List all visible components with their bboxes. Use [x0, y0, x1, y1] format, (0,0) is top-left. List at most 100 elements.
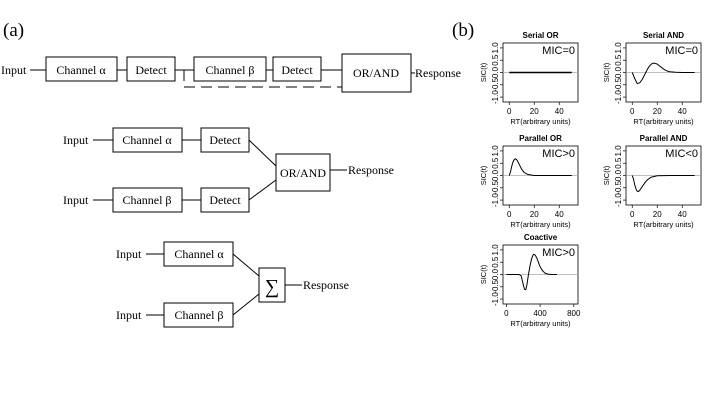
- x-tick-label: 0: [504, 309, 509, 318]
- x-axis-label: RT(arbitrary units): [510, 117, 571, 126]
- coactive-channel-alpha-box: [163, 241, 234, 267]
- parallel-detect-top-label: Detect: [209, 133, 241, 147]
- x-axis-label: RT(arbitrary units): [633, 220, 694, 229]
- mic-annotation: MIC>0: [542, 247, 575, 259]
- serial-channel-beta-label: Channel β: [205, 63, 254, 77]
- parallel-gate-box: [275, 153, 331, 192]
- y-tick-label: -0.5: [614, 77, 623, 91]
- x-tick-label: 20: [653, 107, 662, 116]
- x-tick-label: 0: [630, 210, 635, 219]
- sic-curve-serial-and: [631, 62, 695, 85]
- x-axis-label: RT(arbitrary units): [510, 319, 571, 328]
- sic-curve-coactive: [506, 253, 557, 291]
- y-tick-label: 0.5: [614, 54, 623, 66]
- serial-detect-1-label: Detect: [135, 63, 167, 77]
- y-tick-label: -0.5: [491, 279, 500, 293]
- sic-curve-parallel-and: [631, 175, 695, 192]
- x-tick-label: 0: [630, 107, 635, 116]
- mic-annotation: MIC<0: [665, 148, 698, 160]
- plot-title: Parallel AND: [640, 134, 688, 143]
- serial-channel-alpha-label: Channel α: [56, 63, 106, 77]
- parallel-architecture: [93, 127, 347, 213]
- coactive-merge-top: [232, 253, 260, 277]
- serial-gate-label: OR/AND: [353, 66, 399, 80]
- y-tick-label: -1.0: [491, 90, 500, 104]
- coactive-response-label: Response: [303, 278, 349, 292]
- y-tick-label: 0.5: [614, 157, 623, 169]
- plot-title: Coactive: [524, 233, 558, 242]
- parallel-input-top-label: Input: [63, 133, 89, 147]
- serial-response-label: Response: [415, 66, 461, 80]
- x-axis-label: RT(arbitrary units): [633, 117, 694, 126]
- y-tick-label: 0.0: [491, 268, 500, 280]
- parallel-merge-top: [248, 139, 277, 167]
- x-tick-label: 40: [555, 107, 564, 116]
- plot-title: Serial AND: [643, 31, 684, 40]
- x-tick-label: 800: [567, 309, 581, 318]
- parallel-detect-bottom-label: Detect: [209, 193, 241, 207]
- y-tick-label: 0.0: [491, 169, 500, 181]
- y-tick-label: -0.5: [491, 180, 500, 194]
- y-tick-label: -1.0: [491, 193, 500, 207]
- y-tick-label: 1.0: [614, 42, 623, 54]
- parallel-detect-bottom-box: [200, 187, 250, 213]
- y-tick-label: -1.0: [614, 193, 623, 207]
- y-tick-label: -1.0: [491, 292, 500, 306]
- x-tick-label: 20: [653, 210, 662, 219]
- coactive-input-top-label: Input: [116, 247, 142, 261]
- y-tick-label: 0.0: [614, 169, 623, 181]
- coactive-channel-beta-label: Channel β: [174, 308, 223, 322]
- serial-bypass-dashed: [183, 70, 342, 88]
- parallel-gate-label: OR/AND: [280, 166, 326, 180]
- coactive-channel-beta-box: [163, 302, 234, 328]
- serial-gate-box: [341, 53, 412, 93]
- y-axis-label: SIC(t): [479, 264, 488, 284]
- y-tick-label: 0.5: [491, 256, 500, 268]
- x-tick-label: 40: [555, 210, 564, 219]
- plot-title: Parallel OR: [519, 134, 562, 143]
- serial-channel-beta-box: [193, 56, 267, 82]
- mic-annotation: MIC=0: [665, 45, 698, 57]
- y-tick-label: 1.0: [491, 42, 500, 54]
- y-axis-label: SIC(t): [602, 165, 611, 185]
- parallel-detect-top-box: [200, 127, 250, 153]
- x-axis-label: RT(arbitrary units): [510, 220, 571, 229]
- serial-channel-alpha-box: [45, 56, 118, 82]
- serial-detect-2-box: [272, 56, 322, 82]
- x-tick-label: 400: [533, 309, 547, 318]
- parallel-channel-alpha-label: Channel α: [122, 133, 172, 147]
- y-axis-label: SIC(t): [479, 62, 488, 82]
- parallel-input-bottom-label: Input: [63, 193, 89, 207]
- panel-label-b: (b): [452, 20, 474, 41]
- serial-detect-2-label: Detect: [281, 63, 313, 77]
- y-tick-label: 1.0: [491, 145, 500, 157]
- sic-curve-parallel-or: [508, 158, 572, 176]
- coactive-sum-symbol: ∑: [265, 276, 279, 298]
- y-tick-label: 0.5: [491, 54, 500, 66]
- x-tick-label: 20: [530, 210, 539, 219]
- y-tick-label: 0.5: [491, 157, 500, 169]
- parallel-channel-alpha-box: [112, 127, 183, 153]
- y-tick-label: -0.5: [491, 77, 500, 91]
- x-tick-label: 40: [678, 210, 687, 219]
- panel-label-a: (a): [3, 20, 24, 41]
- x-tick-label: 20: [530, 107, 539, 116]
- y-tick-label: -0.5: [614, 180, 623, 194]
- serial-detect-1-box: [126, 56, 176, 82]
- serial-architecture: [45, 53, 415, 93]
- y-tick-label: 0.0: [614, 66, 623, 78]
- mic-annotation: MIC>0: [542, 148, 575, 160]
- coactive-input-bottom-label: Input: [116, 308, 142, 322]
- y-axis-label: SIC(t): [602, 62, 611, 82]
- y-tick-label: 0.0: [491, 66, 500, 78]
- x-tick-label: 40: [678, 107, 687, 116]
- y-tick-label: 1.0: [491, 244, 500, 256]
- y-axis-label: SIC(t): [479, 165, 488, 185]
